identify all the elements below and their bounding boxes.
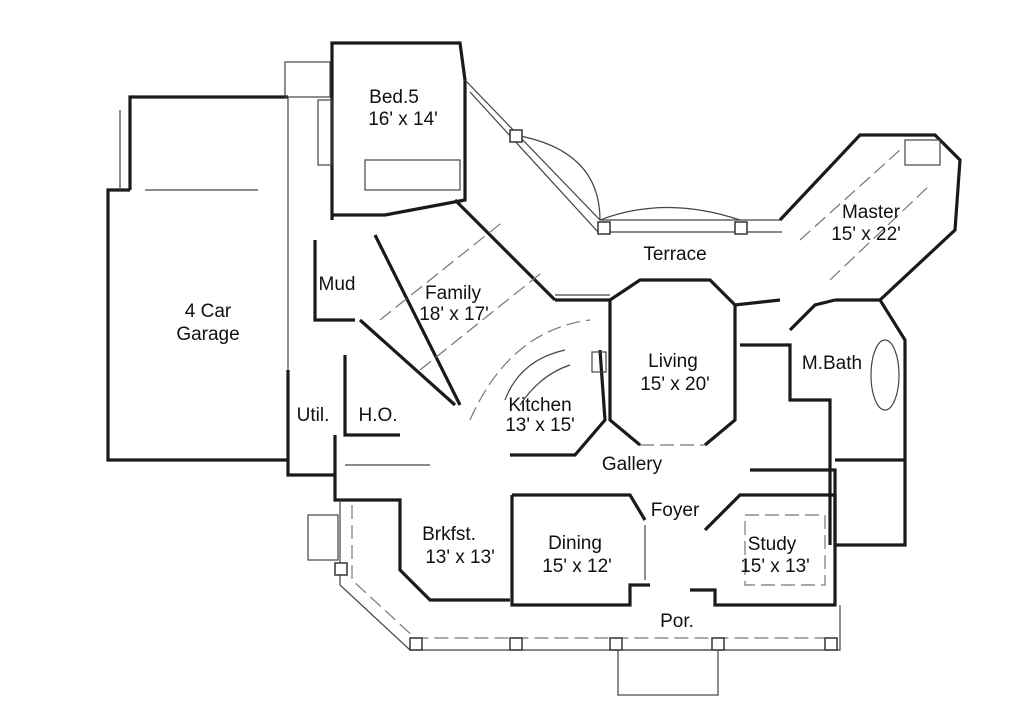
mbath-walls (740, 298, 907, 545)
study-walls (690, 460, 907, 607)
porch-walls (307, 500, 841, 696)
room-label-foyer: Foyer (651, 500, 700, 521)
room-label-gallery: Gallery (602, 454, 663, 475)
room-size-study: 15' x 13' (740, 556, 810, 577)
room-label-garage: 4 Car (185, 301, 232, 322)
room-size-kitchen: 13' x 15' (505, 415, 575, 436)
room-label-master: Master (842, 202, 901, 223)
room-label-util: Util. (297, 405, 330, 426)
room-size-master: 15' x 22' (831, 224, 901, 245)
room-label-garage-line2: Garage (176, 324, 239, 345)
room-label-ho: H.O. (358, 405, 397, 426)
room-label-terrace: Terrace (643, 244, 706, 265)
room-size-living: 15' x 20' (640, 374, 710, 395)
kitchen-walls (504, 349, 607, 457)
garage-walls (106, 95, 289, 475)
room-size-family: 18' x 17' (419, 304, 489, 325)
dining-walls (510, 493, 650, 607)
room-label-kitchen: Kitchen (508, 395, 571, 416)
util-walls (286, 355, 510, 602)
room-label-bed5: Bed.5 (369, 87, 419, 108)
bed5-walls (284, 41, 467, 220)
room-size-bed5: 16' x 14' (368, 109, 438, 130)
room-label-family: Family (425, 283, 481, 304)
room-label-porch: Por. (660, 611, 694, 632)
family-walls (313, 198, 591, 421)
master-walls (778, 133, 962, 302)
room-label-mbath: M.Bath (802, 353, 862, 374)
room-label-mud: Mud (319, 274, 356, 295)
room-label-study: Study (748, 534, 797, 555)
living-walls (555, 278, 781, 447)
room-label-dining: Dining (548, 533, 602, 554)
room-label-brkfst: Brkfst. (422, 524, 476, 545)
room-size-dining: 15' x 12' (542, 556, 612, 577)
room-size-brkfst: 13' x 13' (425, 547, 495, 568)
room-label-living: Living (648, 351, 698, 372)
